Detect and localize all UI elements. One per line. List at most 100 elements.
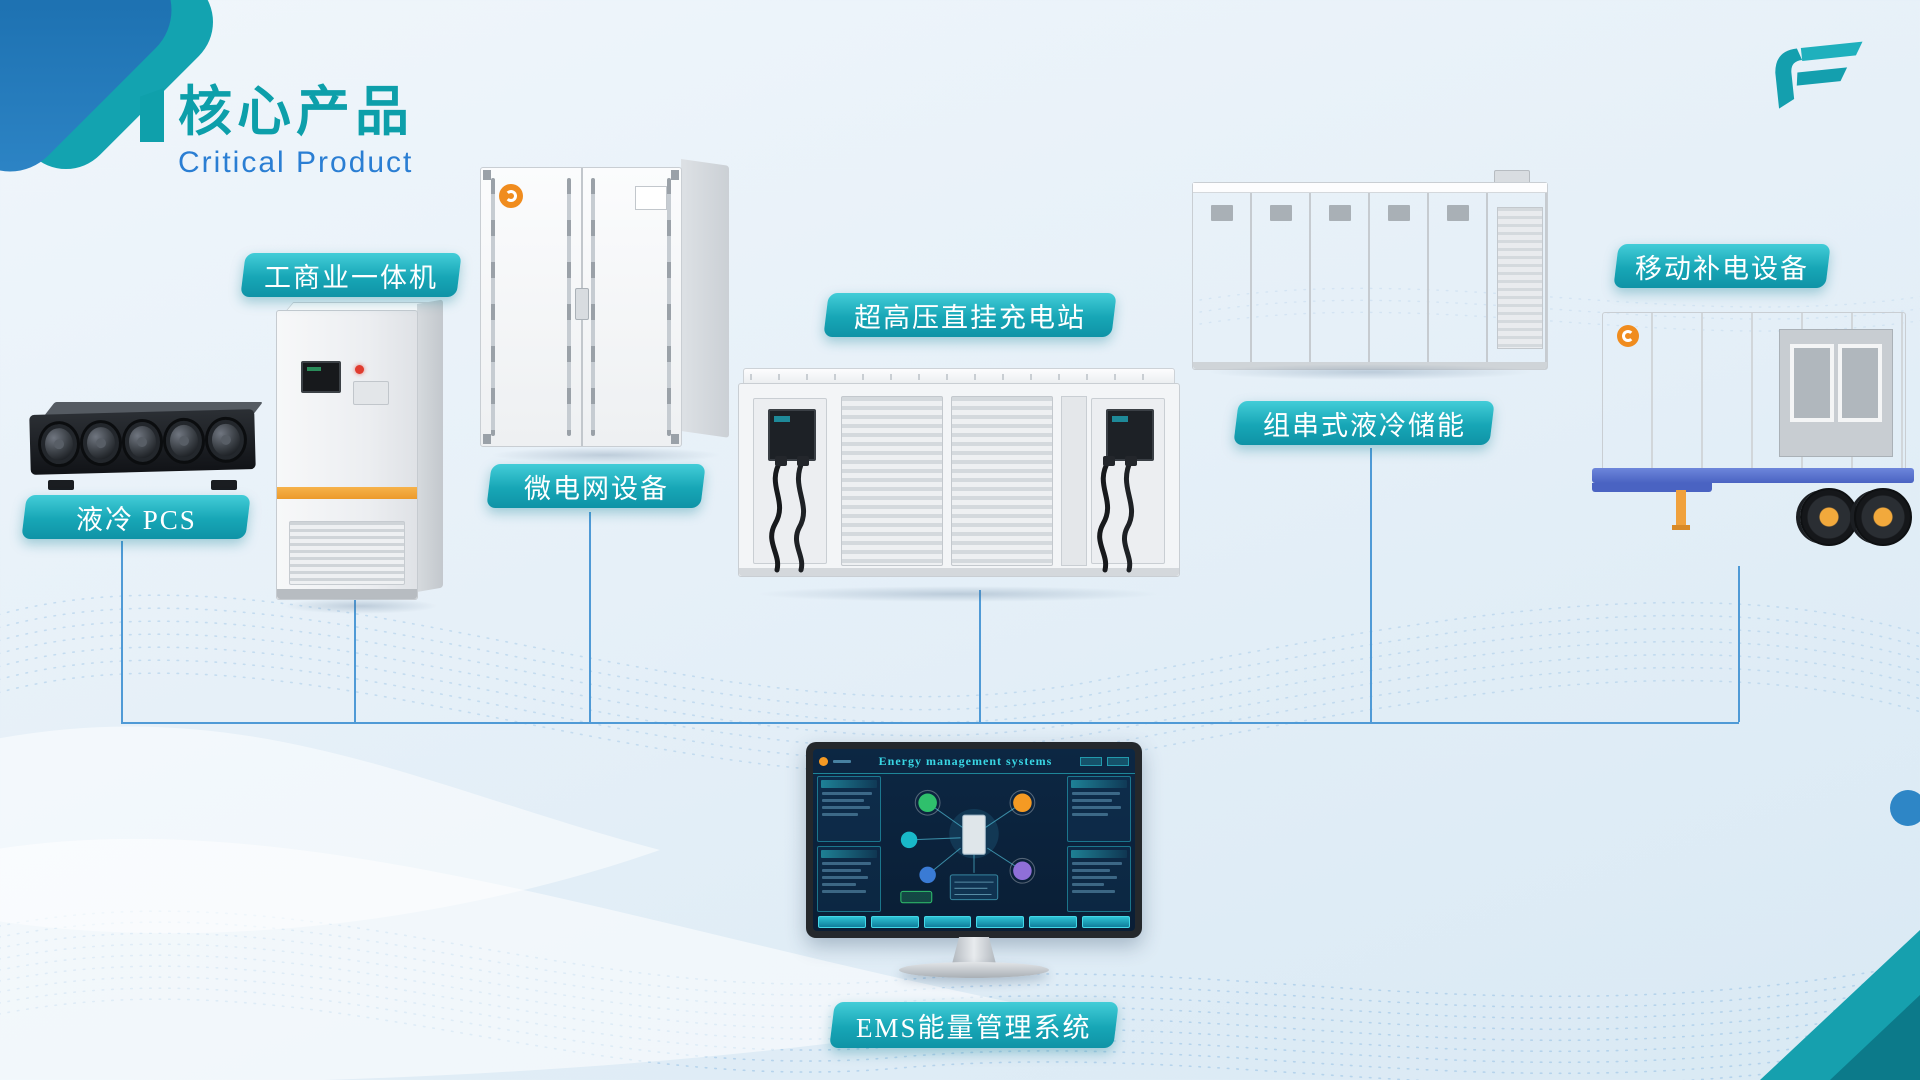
charging-cables-icon	[769, 456, 809, 573]
ems-topology-diagram	[900, 789, 1036, 904]
connector-bus-line	[121, 722, 1739, 724]
label-mobile-power-text: 移动补电设备	[1635, 253, 1809, 284]
text-line	[1072, 869, 1111, 872]
ems-header-chip	[1107, 756, 1129, 766]
container-body	[738, 383, 1180, 577]
ems-toolbar-button	[1029, 916, 1078, 928]
text-line	[822, 813, 859, 816]
connector-charging-station	[979, 590, 981, 722]
ems-toolbar-button	[976, 916, 1025, 928]
product-illustration-charging-station	[738, 368, 1180, 602]
monitor-stand	[952, 937, 996, 964]
label-charging-station-text: 超高压直挂充电站	[854, 302, 1086, 333]
page-subtitle: Critical Product	[178, 146, 414, 179]
label-microgrid: 微电网设备	[486, 464, 706, 508]
connector-all-in-one	[354, 600, 356, 722]
ems-toolbar-button	[870, 916, 919, 928]
charger-display	[768, 409, 816, 461]
ems-toolbar-button	[923, 916, 972, 928]
ems-header-chip	[1080, 756, 1102, 766]
cabinet-display	[301, 361, 341, 393]
pcs-mount	[211, 480, 237, 490]
charger-display	[1106, 409, 1154, 461]
cabinet-orange-stripe	[277, 487, 417, 499]
fan-icon	[37, 420, 81, 468]
ground-shadow	[755, 586, 1163, 602]
ground-shadow	[490, 447, 722, 463]
door-vent	[1270, 205, 1292, 221]
container-body	[1192, 182, 1548, 370]
text-line	[822, 876, 868, 879]
cabinet-base	[277, 589, 417, 599]
bay-window	[1790, 344, 1834, 422]
text-line	[1072, 890, 1115, 893]
ground-shadow	[282, 598, 440, 614]
pcs-chassis	[29, 409, 256, 475]
ems-header: Energy management systems	[813, 749, 1135, 774]
panel-title-bar	[821, 850, 877, 858]
corner-decoration-bottom-right	[1760, 930, 1920, 1080]
trailer-chassis	[1592, 468, 1914, 483]
title-accent-bar-icon	[140, 88, 164, 142]
page-title-block: 核心产品 Critical Product	[140, 84, 414, 180]
trailer-gooseneck	[1592, 483, 1712, 492]
ems-header-text-placeholder	[833, 759, 851, 763]
text-line	[1072, 806, 1122, 809]
label-ems: EMS能量管理系统	[829, 1002, 1119, 1048]
ems-right-column	[1067, 776, 1131, 912]
container-front-face	[480, 167, 682, 447]
fan-icon	[204, 416, 248, 464]
label-string-storage: 组串式液冷储能	[1233, 401, 1495, 445]
text-line	[822, 799, 864, 802]
center-panel	[1061, 396, 1087, 566]
label-pcs: 液冷 PCS	[21, 495, 251, 539]
panel-title-bar	[1071, 780, 1127, 788]
product-illustration-ems-monitor: Energy management systems	[806, 742, 1142, 1000]
label-all-in-one-text: 工商业一体机	[264, 262, 438, 293]
label-string-storage-text: 组串式液冷储能	[1262, 410, 1466, 441]
white-wave-shape	[0, 726, 660, 934]
bay-window	[1838, 344, 1882, 422]
name-plate	[635, 186, 667, 210]
text-line	[822, 792, 873, 795]
ems-center-diagram	[885, 776, 1063, 912]
fan-icon	[162, 417, 206, 465]
text-line	[1072, 813, 1108, 816]
cabinet-vent-grille	[289, 521, 405, 585]
ems-logo-icon	[819, 756, 828, 766]
panel-title-bar	[1071, 850, 1127, 858]
corner-fitting	[671, 170, 679, 180]
container-roof	[1193, 183, 1547, 193]
label-microgrid-text: 微电网设备	[523, 473, 669, 504]
page-title: 核心产品	[178, 82, 414, 142]
ems-toolbar	[818, 916, 1130, 928]
trailer-wheel-icon	[1800, 488, 1858, 546]
ems-data-panel	[817, 776, 881, 842]
label-pcs-text: 液冷 PCS	[75, 504, 197, 535]
text-line	[1072, 876, 1117, 879]
brand-mark-icon	[499, 184, 523, 208]
charging-cables-icon	[1097, 456, 1137, 573]
product-illustration-string-storage	[1192, 170, 1548, 380]
edge-circle-decoration	[1890, 790, 1920, 826]
connector-mobile-power	[1738, 566, 1740, 722]
pcs-mount	[48, 480, 74, 490]
product-illustration-microgrid	[480, 155, 732, 463]
corner-fitting	[483, 170, 491, 180]
charger-dispenser	[753, 398, 827, 564]
container-base	[1193, 362, 1547, 369]
door-vent	[1211, 205, 1233, 221]
ems-screen: Energy management systems	[813, 749, 1135, 931]
end-grille-panel	[1497, 207, 1543, 349]
container-base	[739, 568, 1179, 576]
corner-fitting	[483, 434, 491, 444]
door-vent	[1329, 205, 1351, 221]
panel-title-bar	[821, 780, 877, 788]
text-line	[822, 883, 856, 886]
door-hinge-rod	[567, 178, 571, 436]
brand-logo-icon	[1775, 41, 1863, 109]
text-line	[822, 869, 862, 872]
louver-door	[841, 396, 943, 566]
fan-icon	[120, 418, 164, 466]
ems-data-panel	[817, 846, 881, 912]
